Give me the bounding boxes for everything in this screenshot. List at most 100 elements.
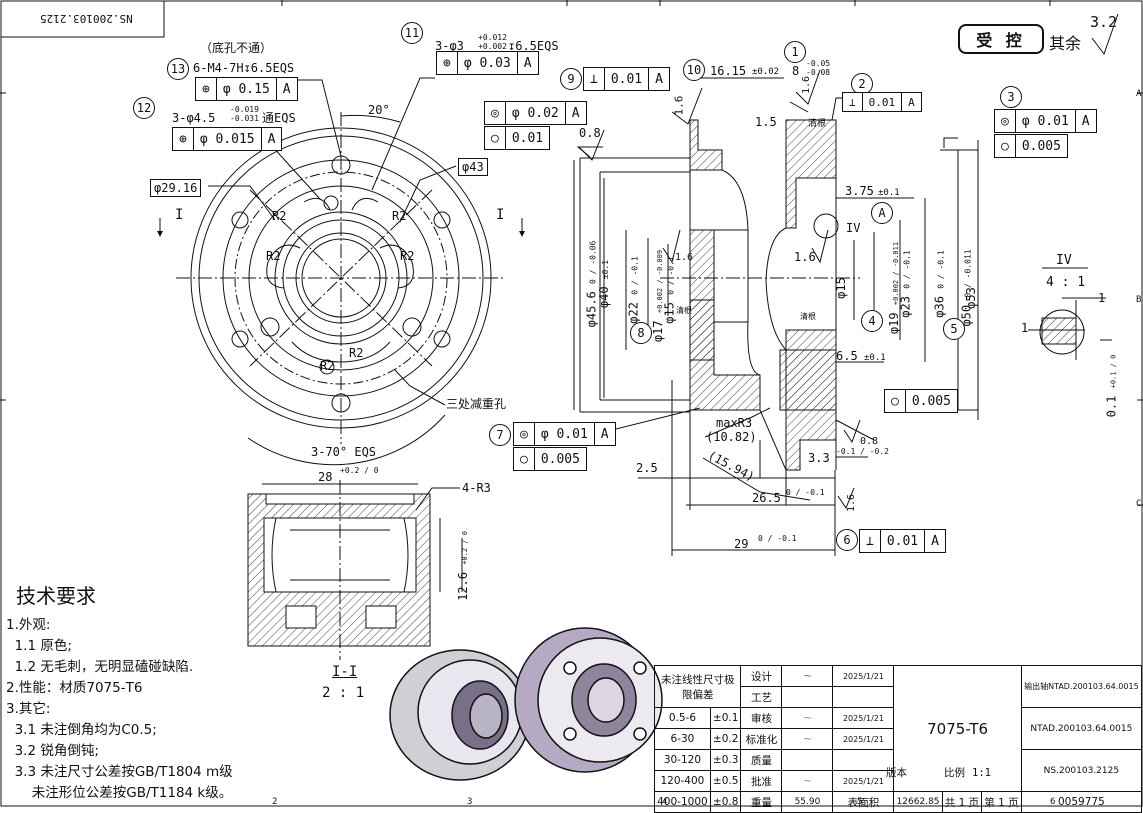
front-view xyxy=(176,112,506,444)
fcf-datum: A xyxy=(1081,113,1090,129)
dim-26-5-tol: 0 / -0.1 xyxy=(786,488,825,497)
position-symbol: ⊕ xyxy=(196,78,217,100)
dim-8: 8 xyxy=(792,64,800,78)
iso-render-1 xyxy=(389,649,531,781)
dim-23-tol: 0 / -0.1 xyxy=(902,250,912,289)
pin-callout: 3-φ3 xyxy=(435,39,464,53)
balloon-11: 11 xyxy=(401,22,423,44)
roughness-1-6: 1.6 xyxy=(801,75,813,95)
max-r3: maxR3 xyxy=(716,416,753,430)
balloon-1: 1 xyxy=(784,41,806,63)
fcf-datum: A xyxy=(908,95,915,109)
fcf-value: φ 0.01 xyxy=(535,423,595,445)
dim-23: φ23 0 / -0.1 xyxy=(898,250,913,318)
circularity-symbol: ○ xyxy=(885,390,906,412)
title-block: 未注线性尺寸极限偏差 设计 ~ 2025/1/21 7075-T6 输出轴NTA… xyxy=(653,665,1143,813)
dim-1-5: 1.5 xyxy=(755,115,777,129)
material: 7075-T6 xyxy=(893,665,1022,792)
note-line: 3.其它: xyxy=(6,701,51,717)
iso-render-2 xyxy=(514,627,663,773)
fcf-concentricity: ◎ φ 0.02 A xyxy=(484,101,587,125)
pin-suffix: ↧6.5EQS xyxy=(508,39,559,53)
signature xyxy=(781,749,834,771)
datum-a: A xyxy=(871,202,893,224)
page-number: 第 1 页 xyxy=(981,791,1022,813)
dim-29: 29 xyxy=(734,537,749,551)
notes-title: 技术要求 xyxy=(16,584,96,608)
role-label: 批准 xyxy=(740,770,783,792)
tol-value: ±0.2 xyxy=(709,728,742,750)
dim-12-6: 12.6 +0.2 / 0 xyxy=(456,531,470,601)
angle-20: 20° xyxy=(368,103,390,117)
section-view xyxy=(517,77,979,556)
fcf-datum: A xyxy=(931,533,939,549)
dim-16-15: 16.15 xyxy=(710,64,747,78)
role-label: 设计 xyxy=(740,665,783,687)
zone-letter-b: B xyxy=(1136,295,1142,305)
zone-number: 3 xyxy=(467,797,473,807)
balloon-9: 9 xyxy=(560,68,582,90)
balloon-4: 4 xyxy=(861,310,883,332)
perpendicularity-symbol: ⊥ xyxy=(584,68,605,90)
balloon-7: 7 xyxy=(489,424,511,446)
concentricity-symbol: ◎ xyxy=(514,423,535,445)
concentricity-symbol: ◎ xyxy=(485,102,506,124)
leader xyxy=(394,369,446,406)
zone-letter-c: C xyxy=(1136,499,1142,509)
signature: ~ xyxy=(781,665,834,687)
fcf-value: 0.005 xyxy=(1021,138,1061,154)
circularity-symbol: ○ xyxy=(514,448,535,470)
scale-value: 1:1 xyxy=(972,767,991,779)
dim-16-15-tol: ±0.02 xyxy=(752,67,780,77)
fcf-value: 0.01 xyxy=(881,530,926,552)
section-ii xyxy=(247,480,463,660)
fcf-datum: A xyxy=(267,131,276,147)
hole-tol-lower: -0.031 xyxy=(230,114,259,123)
balloon-12: 12 xyxy=(133,97,155,119)
fcf-circularity: ○ 0.01 xyxy=(484,126,551,150)
balloon-3: 3 xyxy=(1000,86,1022,108)
fcf-7: ◎ φ 0.01 A xyxy=(513,422,616,446)
roughness-1-6: 1.6 xyxy=(672,95,686,116)
fcf-datum: A xyxy=(655,71,663,87)
fcf-12: ⊕ φ 0.015 A xyxy=(172,127,283,151)
pin-tol-upper: +0.012 xyxy=(478,33,507,42)
section-ii-scale: 2 : 1 xyxy=(322,685,365,701)
fcf-value: φ 0.15 xyxy=(217,78,277,100)
fcf-datum: A xyxy=(600,426,609,442)
dim-3-3: 3.3 xyxy=(808,451,830,465)
fcf-datum: A xyxy=(523,55,532,71)
tol-range: 400-1000 xyxy=(654,791,711,813)
detail-iv-title: IV xyxy=(1056,253,1072,268)
dim-23-value: φ23 xyxy=(898,296,913,318)
zone-letter-a: A xyxy=(1136,89,1142,99)
dim-arc xyxy=(247,414,446,466)
roughness-1-6: 1.6 xyxy=(846,493,858,513)
fcf-datum: A xyxy=(571,105,580,121)
date: 2025/1/21 xyxy=(832,770,895,792)
thread-callout: 6-M4-7H↧6.5EQS xyxy=(193,61,295,75)
blind-hole-note: （底孔不通） xyxy=(200,41,273,55)
hole-tol-upper: -0.019 xyxy=(230,105,259,114)
hole-suffix: 通EQS xyxy=(262,111,296,125)
dim-22-tol: 0 / -0.1 xyxy=(630,256,640,295)
detail-iv-dim: 1 xyxy=(1098,291,1106,305)
top-stamp: NS.200103.2125 xyxy=(40,12,133,25)
part-code: NTAD.200103.64.0015 xyxy=(1020,707,1143,750)
section-label-right: I xyxy=(496,207,505,223)
detail-iv-dim-0-1-tol: +0.1 / 0 xyxy=(1109,354,1118,389)
dim-15-left-value: φ15 xyxy=(662,302,677,324)
fcf-3: ◎ φ 0.01 A xyxy=(994,109,1097,133)
date xyxy=(832,686,895,708)
note-line: 2.性能：材质7075-T6 xyxy=(6,680,143,696)
signature: ~ xyxy=(781,707,834,729)
dim-22-value: φ22 xyxy=(626,302,641,324)
dia-43: φ43 xyxy=(458,158,488,176)
perpendicularity-symbol: ⊥ xyxy=(843,93,863,111)
tol-value: ±0.1 xyxy=(709,707,742,729)
r2-label: R2 xyxy=(266,249,281,263)
detail-iv xyxy=(1028,267,1112,360)
dim-3-3-tol: -0.1 / -0.2 xyxy=(836,447,889,456)
